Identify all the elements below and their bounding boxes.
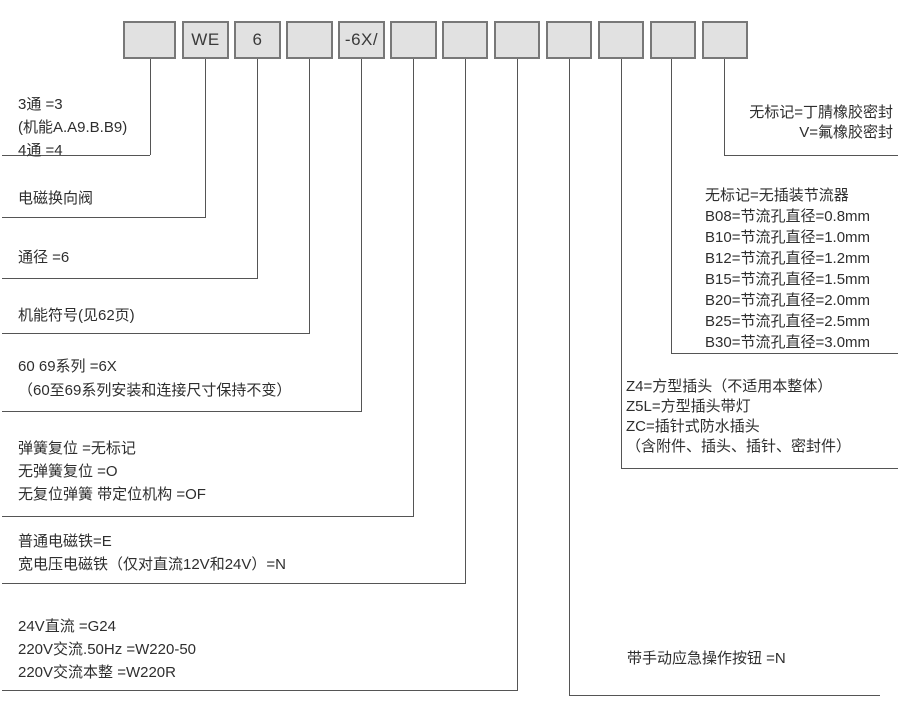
code-box-9	[546, 21, 592, 59]
annotation-voltage: 24V直流 =G24 220V交流.50Hz =W220-50 220V交流本整…	[18, 615, 196, 684]
connector-box6	[413, 59, 414, 516]
label-line: 220V交流.50Hz =W220-50	[18, 641, 197, 658]
underline-left-6	[2, 516, 414, 517]
underline-right-1	[724, 155, 898, 156]
label-line: B10=节流孔直径=1.0mm	[705, 229, 871, 246]
underline-left-1	[2, 155, 150, 156]
label-line: 普通电磁铁=E	[18, 533, 112, 550]
connector-box4	[309, 59, 310, 333]
label-line: 无标记=无插装节流器	[705, 187, 849, 204]
label-line: B08=节流孔直径=0.8mm	[705, 208, 871, 225]
annotation-nominal-size: 通径 =6	[18, 246, 69, 269]
underline-left-2	[2, 217, 206, 218]
annotation-series: 60 69系列 =6X （60至69系列安装和连接尺寸保持不变）	[18, 355, 291, 403]
connector-box3	[257, 59, 258, 278]
code-box-7	[442, 21, 488, 59]
label-line: 24V直流 =G24	[18, 618, 116, 635]
label-line: Z5L=方型插头带灯	[626, 398, 751, 415]
label-line: 3通 =3	[18, 96, 63, 113]
connector-box11	[671, 59, 672, 353]
label-line: B15=节流孔直径=1.5mm	[705, 271, 871, 288]
underline-left-5	[2, 411, 362, 412]
annotation-function-symbol: 机能符号(见62页)	[18, 304, 135, 327]
code-box-10	[598, 21, 644, 59]
connector-box8	[517, 59, 518, 690]
label-line: 宽电压电磁铁（仅对直流12V和24V）=N	[18, 556, 286, 573]
label-line: 60 69系列 =6X	[18, 358, 117, 375]
label-line: 220V交流本整 =W220R	[18, 664, 176, 681]
label-line: 无复位弹簧 带定位机构 =OF	[18, 486, 206, 503]
connector-box1	[150, 59, 151, 155]
label-line: （60至69系列安装和连接尺寸保持不变）	[18, 382, 292, 399]
underline-left-4	[2, 333, 310, 334]
underline-left-8	[2, 690, 518, 691]
annotation-throttle-insert: 无标记=无插装节流器 B08=节流孔直径=0.8mm B10=节流孔直径=1.0…	[705, 185, 870, 353]
underline-left-7	[2, 583, 466, 584]
connector-box12	[724, 59, 725, 155]
label-line: 机能符号(见62页)	[18, 307, 135, 324]
underline-left-3	[2, 278, 258, 279]
annotation-ways: 3通 =3 (机能A.A9.B.B9) 4通 =4	[18, 93, 127, 162]
label-line: 4通 =4	[18, 142, 63, 159]
label-line: B30=节流孔直径=3.0mm	[705, 334, 871, 351]
label-line: 无标记=丁腈橡胶密封	[749, 104, 893, 121]
underline-right-4	[569, 695, 880, 696]
annotation-seal-material: 无标记=丁腈橡胶密封 V=氟橡胶密封	[749, 103, 893, 143]
underline-right-3	[621, 468, 898, 469]
label-line: B20=节流孔直径=2.0mm	[705, 292, 871, 309]
annotation-plug-type: Z4=方型插头（不适用本整体） Z5L=方型插头带灯 ZC=插针式防水插头 （含…	[626, 377, 851, 457]
code-box-6	[390, 21, 437, 59]
code-box-8	[494, 21, 540, 59]
connector-box5	[361, 59, 362, 411]
label-line: Z4=方型插头（不适用本整体）	[626, 378, 833, 395]
label-line: （含附件、插头、插针、密封件）	[626, 438, 852, 455]
underline-right-2	[671, 353, 898, 354]
code-box-4	[286, 21, 333, 59]
code-box-1	[123, 21, 176, 59]
label-line: V=氟橡胶密封	[799, 124, 893, 141]
label-line: B12=节流孔直径=1.2mm	[705, 250, 871, 267]
label-line: ZC=插针式防水插头	[626, 418, 760, 435]
code-box-2: WE	[182, 21, 229, 59]
label-line: 弹簧复位 =无标记	[18, 440, 136, 457]
connector-box10	[621, 59, 622, 468]
code-box-12	[702, 21, 748, 59]
connector-box9	[569, 59, 570, 695]
annotation-solenoid-type: 普通电磁铁=E 宽电压电磁铁（仅对直流12V和24V）=N	[18, 530, 286, 576]
code-box-5: -6X/	[338, 21, 385, 59]
code-box-11	[650, 21, 696, 59]
connector-box7	[465, 59, 466, 583]
connector-box2	[205, 59, 206, 217]
label-line: (机能A.A9.B.B9)	[18, 119, 128, 136]
label-line: B25=节流孔直径=2.5mm	[705, 313, 871, 330]
label-line: 无弹簧复位 =O	[18, 463, 118, 480]
annotation-manual-override: 带手动应急操作按钮 =N	[627, 650, 786, 668]
annotation-spring-return: 弹簧复位 =无标记 无弹簧复位 =O 无复位弹簧 带定位机构 =OF	[18, 437, 206, 506]
label-line: 通径 =6	[18, 249, 70, 266]
label-line: 带手动应急操作按钮 =N	[627, 650, 786, 667]
label-line: 电磁换向阀	[18, 190, 94, 207]
annotation-valve-type: 电磁换向阀	[18, 187, 93, 210]
code-box-3: 6	[234, 21, 281, 59]
